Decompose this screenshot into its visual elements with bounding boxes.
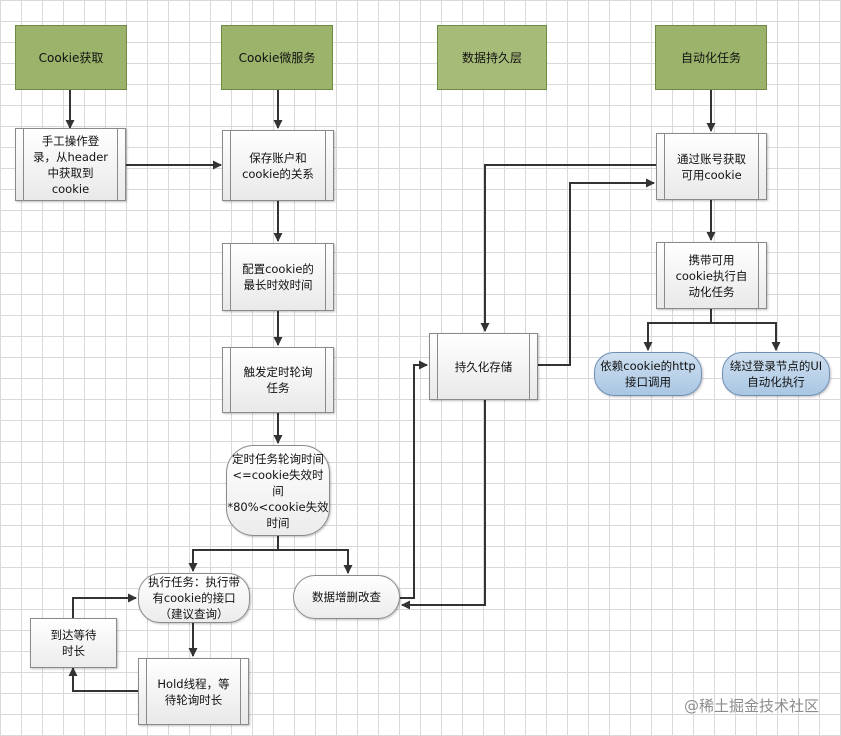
node-crud: 数据增删改查 <box>293 575 400 619</box>
header-persistence: 数据持久层 <box>437 25 547 90</box>
arrow-wait-to-execute <box>72 593 137 618</box>
header-cookie-fetch: Cookie获取 <box>15 25 127 90</box>
header-automation: 自动化任务 <box>655 25 767 90</box>
arrow-carry-to-http <box>643 309 712 351</box>
node-reach-wait: 到达等待 时长 <box>30 618 117 668</box>
header-cookie-service-label: Cookie微服务 <box>238 50 316 65</box>
arrow-get-to-persist <box>480 164 656 332</box>
node-save-account: 保存账户和 cookie的关系 <box>222 130 334 201</box>
node-carry-cookie-label: 携带可用 cookie执行自 动化任务 <box>675 252 748 299</box>
header-persistence-label: 数据持久层 <box>461 50 522 65</box>
node-trigger-poll-label: 触发定时轮询 任务 <box>243 365 313 395</box>
node-http-call: 依赖cookie的http 接口调用 <box>594 352 702 396</box>
node-execute-task: 执行任务：执行带 有cookie的接口 （建议查询） <box>138 573 250 623</box>
header-automation-label: 自动化任务 <box>680 50 741 65</box>
node-hold-thread: Hold线程，等 待轮询时长 <box>138 658 249 725</box>
node-crud-label: 数据增删改查 <box>312 590 381 604</box>
node-http-call-label: 依赖cookie的http 接口调用 <box>600 359 696 389</box>
node-ui-auto: 绕过登录节点的UI 自动化执行 <box>722 352 830 396</box>
node-poll-condition-label: 定时任务轮询时间 <=cookie失效时间 *80%<cookie失效 时间 <box>227 451 329 530</box>
watermark: @稀土掘金技术社区 <box>683 697 819 715</box>
node-ui-auto-label: 绕过登录节点的UI 自动化执行 <box>729 359 823 389</box>
node-save-account-label: 保存账户和 cookie的关系 <box>242 150 314 181</box>
header-cookie-service: Cookie微服务 <box>221 25 333 90</box>
node-hold-thread-label: Hold线程，等 待轮询时长 <box>157 676 230 707</box>
arrow-persist-to-crud <box>401 400 486 610</box>
node-config-expiry: 配置cookie的 最长时效时间 <box>222 243 334 311</box>
arrow-carry-to-ui <box>711 322 781 351</box>
node-poll-condition: 定时任务轮询时间 <=cookie失效时间 *80%<cookie失效 时间 <box>226 445 330 536</box>
header-cookie-fetch-label: Cookie获取 <box>38 50 104 65</box>
arrow-condition-to-execute <box>188 549 278 572</box>
node-config-expiry-label: 配置cookie的 最长时效时间 <box>242 262 314 292</box>
node-get-cookie: 通过账号获取 可用cookie <box>656 133 767 200</box>
node-execute-task-label: 执行任务：执行带 有cookie的接口 （建议查询） <box>148 575 240 621</box>
node-carry-cookie: 携带可用 cookie执行自 动化任务 <box>656 242 767 309</box>
node-manual-login-label: 手工操作登 录，从header 中获取到 cookie <box>32 133 108 196</box>
node-manual-login: 手工操作登 录，从header 中获取到 cookie <box>15 128 126 201</box>
node-persist-store-label: 持久化存储 <box>454 359 513 374</box>
node-trigger-poll: 触发定时轮询 任务 <box>222 347 334 413</box>
arrow-hold-to-wait <box>68 667 138 692</box>
arrow-condition-to-crud <box>277 536 353 574</box>
node-persist-store: 持久化存储 <box>429 333 538 400</box>
arrow-crud-to-persist <box>400 360 428 599</box>
arrow-persist-to-get <box>538 178 655 366</box>
node-get-cookie-label: 通过账号获取 可用cookie <box>677 151 746 182</box>
node-reach-wait-label: 到达等待 时长 <box>50 628 97 658</box>
